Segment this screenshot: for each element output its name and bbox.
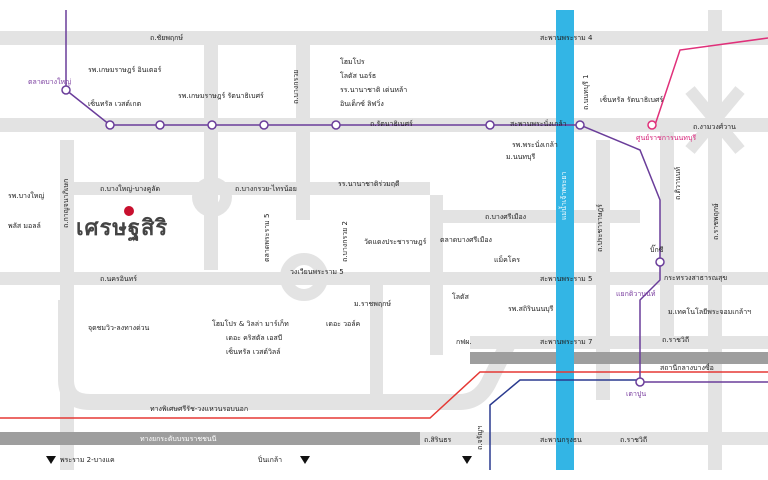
place-nanachat-dent: รร.นานาชาติ เด่นหล้า [340,86,408,94]
blue-line [489,379,640,470]
label-ratchawithi: ถ.ราชวิถี [620,436,648,444]
station-talad-bang-yai: ตลาดบางใหญ่ [28,78,72,86]
label-pin-klao: ปิ่นเกล้า [258,456,283,464]
label-expressway: ทางยกระดับบรมราชชนนี [140,435,217,443]
label-charan: ถ.จรัญฯ [476,425,484,450]
place-central-westville: เซ็นทรัล เวสต์วิลล์ [226,348,281,356]
place-lotus: โลตัส [452,293,469,301]
station-yaek-tiwanon: แยกติวานนท์ [616,290,656,298]
label-phra-nang-klao-bridge: สะพานพระนั่งเกล้า [510,120,567,128]
label-ratchaphruek: ถ.ราชพฤกษ์ [712,203,720,240]
station-tao-poon: เตาปูน [626,390,647,398]
place-kasemrad-rattanathibet: รพ.เกษมราษฎร์ รัตนาธิเบศร์ [178,92,264,100]
road-phra-nang-klao [204,40,218,270]
label-ratchawithi-2: สถานีกลางบางซื่อ [660,364,714,372]
road-tiwanon [660,120,674,340]
red-line [0,371,768,419]
label-bang-yai: ถ.บางใหญ่-บางคูลัด [100,185,161,193]
roundabout-phra-ram-5 [280,253,328,301]
label-bang-kruai-sai-noi: ถ.บางกรวย-ไทรน้อย [235,185,297,193]
place-bang-yai-hospital: รพ.บางใหญ่ [8,192,45,200]
road-sanam-bin-nam [430,195,443,355]
label-sirindhorn: ถ.สิรินธร [424,436,452,444]
place-plus-mall: พลัส มอลล์ [8,222,41,230]
place-kasemrad-intl: รพ.เกษมราษฎร์ อินเตอร์ [88,66,162,74]
place-ministry: กระทรวงสาธารณสุข [664,274,728,282]
label-nakhon-in: ถ.นครอินทร์ [100,275,138,283]
place-homepro-villa: โฮมโปร & วิลล่า มาร์เก็ท [212,320,289,328]
place-homepro: โฮมโปร [340,58,365,66]
label-ratchawithi-road: ถ.ราชวิถี [662,336,690,344]
ring-road [58,300,518,410]
road-ratchaphruek [708,10,722,470]
label-phra-ram-7: สะพานพระราม 7 [540,338,593,346]
label-pracharat: ถ.ประชาราษฎร์ [596,204,604,252]
road-bang-si-muang [430,210,640,223]
expressway-borommaratchachonnani [0,432,420,445]
road-network [0,10,768,470]
road-charan [370,285,383,405]
road-bang-kruai-v [296,40,310,220]
place-central-westgate: เซ็นทรัล เวสต์เกต [88,100,142,108]
arrow-charan [462,456,472,464]
label-rattanathibet: ถ.รัตนาธิเบศร์ [370,120,413,128]
interchange [685,86,745,154]
place-the-crystal: เดอะ คริสตัล เอสบี [226,334,283,342]
label-krung-thon: สะพานกรุงธน [540,436,582,444]
label-ngam-wong-wan: ถ.งามวงศ์วาน [693,123,736,131]
place-makro: แม็คโคร [494,256,521,264]
label-phra-ram-5-bridge: สะพานพระราม 5 [540,275,593,283]
place-phra-nang-klao-hospital: รพ.พระนั่งเกล้า [512,141,558,149]
purple-stations [61,85,665,387]
pink-station [647,120,657,130]
purple-line [65,10,768,383]
label-phra-ram-4: สะพานพระราม 4 [540,34,593,42]
label-chao-phraya: แม่น้ำเจ้าพระยา [560,171,568,220]
label-phra-ram-5-road: ตลาดพระราม 5 [263,213,271,262]
place-kaempet: กฟผ. [456,338,472,346]
arrow-phra-ram-2 [46,456,56,464]
expressway-right [470,352,768,364]
road-bang-yai [60,182,430,195]
place-wat-thai: วัดแดงประชาราษฎร์ [364,238,427,246]
road-chaiyaphruek [0,31,768,45]
arrow-pin-klao [300,456,310,464]
label-tiwanon: ถ.ติวานนท์ [674,166,682,200]
place-phra-pinklao-hospital: ม.เทคโนโลยีพระจอมเกล้าฯ [668,308,752,316]
place-index-living: อินเด็กซ์ ลิฟวิ่ง [340,100,384,108]
project-name: เศรษฐสิริ [76,215,169,241]
place-sinrinthon-hospital: รพ.สถิรินนนบุรี [508,305,554,313]
road-sirindhorn [420,432,768,445]
place-jud-chom: จุดชมวิว-ลงทางด่วน [88,324,150,332]
place-nanachat-school: รร.นานาชาติร่วมฤดี [338,180,400,188]
place-ratchaphruek-univ: ม.ราชพฤกษ์ [354,300,391,308]
label-phra-ram-5-circle: วงเวียนพระราม 5 [290,268,344,276]
road-phra-ram-7 [470,336,768,349]
project-marker [124,206,134,216]
roundabout-bang-yai [192,177,232,217]
station-nonthaburi-civic: ศูนย์ราชการนนทบุรี [636,134,697,142]
road-nakhon-in [0,272,768,285]
pink-line [654,37,768,126]
place-central-rattanathibet: เซ็นทรัล รัตนาธิเบศร์ [600,96,664,104]
label-bang-kruai-2: ถ.บางกรวย 2 [341,221,349,262]
chao-phraya-river [556,10,574,470]
label-bang-kruai-v: ถ.บางกรวย [292,69,300,104]
label-nonthaburi-1: ถ.นนทบุรี 1 [582,74,590,110]
place-talad-bang-si-muang: ตลาดบางศรีเมือง [440,236,492,244]
place-the-walk: เดอะ วอล์ค [326,320,361,328]
road-nonthaburi-1 [596,140,610,400]
label-phra-ram-2: พระราม 2-บางแค [60,456,115,464]
place-nonthaburi-uni: ม.นนทบุรี [506,153,536,161]
place-lotus-north: โลตัส นอร์ธ [340,72,377,80]
label-kanchanaphisek: ถ.กาญจนาภิเษก [62,178,70,228]
place-big-c: บิ๊กซี [650,246,664,254]
label-bang-si-muang: ถ.บางศรีเมือง [485,213,527,221]
label-ring-road: ทางพิเศษศรีรัช-วงแหวนรอบนอก [150,405,249,413]
label-chaiyaphruek: ถ.ชัยพฤกษ์ [150,34,184,42]
